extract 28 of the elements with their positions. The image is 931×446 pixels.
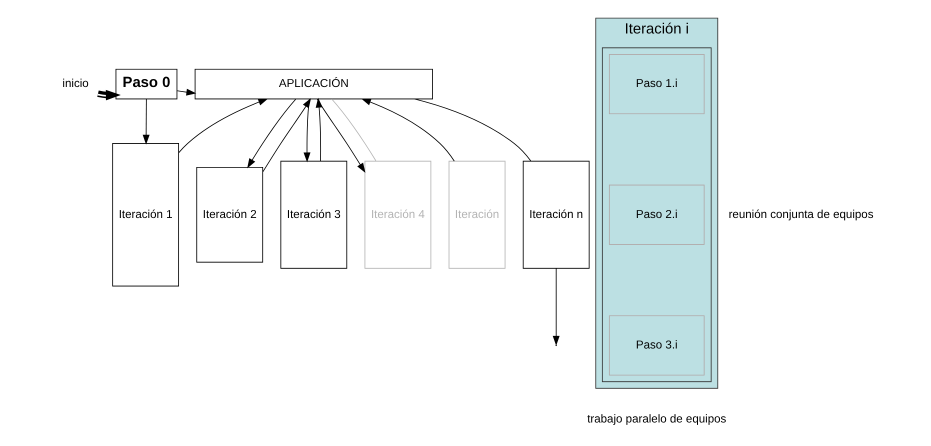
node-box: Iteración 1 xyxy=(112,143,180,286)
arrow xyxy=(316,98,323,162)
arrow xyxy=(262,98,312,172)
node-box: Iteración 4 xyxy=(364,160,432,269)
node-box: Iteración xyxy=(448,160,506,269)
arrow xyxy=(247,98,296,168)
node-box: Paso 1.i xyxy=(608,54,705,114)
cluster xyxy=(602,47,712,382)
node-box: Paso 3.i xyxy=(608,315,705,376)
arrow xyxy=(178,98,268,154)
connector xyxy=(331,98,376,162)
arrow xyxy=(361,98,455,162)
node-box: Paso 2.i xyxy=(608,184,705,245)
node-box: Paso 0 xyxy=(116,68,178,100)
label: reunión conjunta de equipos xyxy=(728,208,874,221)
node-box: Iteración 2 xyxy=(196,166,264,263)
node-box: APLICACIÓN xyxy=(194,68,433,100)
arrow xyxy=(97,90,121,100)
node-box: Iteración n xyxy=(522,160,590,269)
arrow xyxy=(552,268,560,346)
arrow xyxy=(176,88,196,96)
connector xyxy=(414,98,532,162)
node-box: Iteración 3 xyxy=(280,160,348,269)
node-text: inicio xyxy=(62,78,89,90)
arrow xyxy=(316,98,366,173)
arrow xyxy=(142,98,150,145)
arrow xyxy=(304,98,310,162)
label: trabajo paralelo de equipos xyxy=(587,414,726,426)
